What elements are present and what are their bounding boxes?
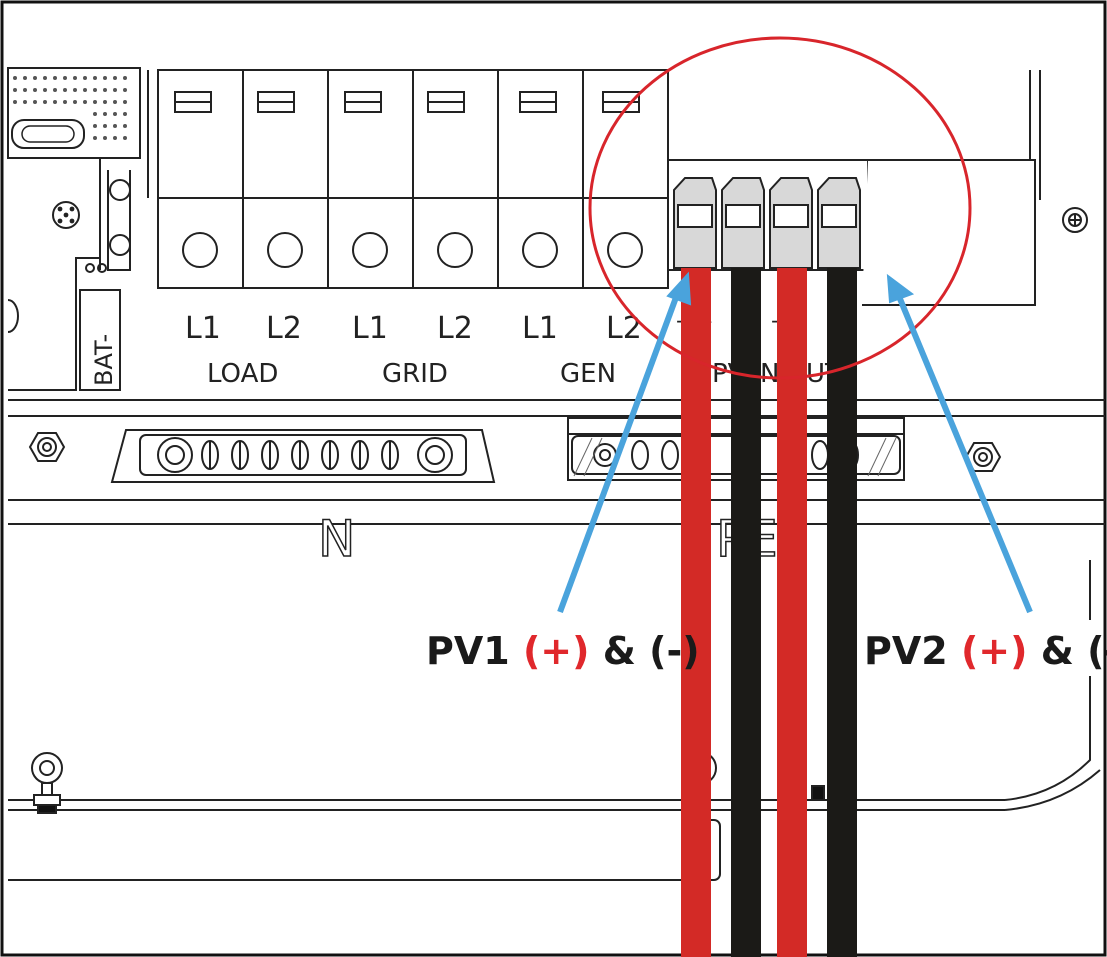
bat-label: BAT- xyxy=(90,334,118,386)
pv2-positive-wire xyxy=(777,268,807,957)
pv1-minus: (-) xyxy=(649,629,700,673)
pv2-arrow xyxy=(895,292,1033,614)
pv1-amp: & xyxy=(603,629,636,673)
pv2-arrowhead xyxy=(886,273,915,304)
pv1-plus: (+) xyxy=(523,629,590,673)
pv-label-fragment-mid: N xyxy=(760,359,779,389)
pv1-callout: PV1 (+) & (-) xyxy=(426,629,700,673)
grid-l1-label: L1 xyxy=(352,311,388,346)
pv-wires xyxy=(681,268,857,957)
pv2-negative-wire xyxy=(827,268,857,957)
pe-busbar-hatch xyxy=(573,437,897,477)
gen-l1-label: L1 xyxy=(522,311,558,346)
mounting-rail xyxy=(8,399,1105,525)
rail-nut-icon xyxy=(28,432,66,462)
breaker-blocks xyxy=(147,69,669,289)
highlight-circle xyxy=(588,36,972,380)
pv2-name: PV2 xyxy=(864,629,948,673)
pv2-amp: & xyxy=(1041,629,1074,673)
bat-terminal: BAT- xyxy=(79,289,121,391)
corner-screw-icon xyxy=(1062,207,1088,233)
callout-arrows xyxy=(557,271,1033,614)
grid-group-label: GRID xyxy=(382,359,448,389)
pv2-callout-bg xyxy=(862,620,1102,676)
screw-icon xyxy=(57,206,75,224)
perforated-panel xyxy=(7,67,141,159)
pv1-name: PV1 xyxy=(426,629,510,673)
pv1-arrowhead xyxy=(666,271,692,306)
grid-l2-label: L2 xyxy=(437,311,473,346)
pv1-callout-bg xyxy=(422,620,680,676)
load-l1-label: L1 xyxy=(185,311,221,346)
neutral-busbar-label: N xyxy=(318,510,355,568)
pv2-minus: (-) xyxy=(1087,629,1107,673)
pv1-positive-wire xyxy=(681,268,711,957)
load-group-label: LOAD xyxy=(207,359,278,389)
pv1-negative-wire xyxy=(731,268,761,957)
ground-ring-icon xyxy=(31,752,63,814)
neutral-busbar xyxy=(110,429,496,483)
load-l2-label: L2 xyxy=(266,311,302,346)
pv1-arrow xyxy=(557,290,681,614)
gen-group-label: GEN xyxy=(560,359,616,389)
gen-l2-label: L2 xyxy=(606,311,642,346)
pv2-plus: (+) xyxy=(961,629,1028,673)
pv2-callout: PV2 (+) & (-) xyxy=(864,629,1107,673)
